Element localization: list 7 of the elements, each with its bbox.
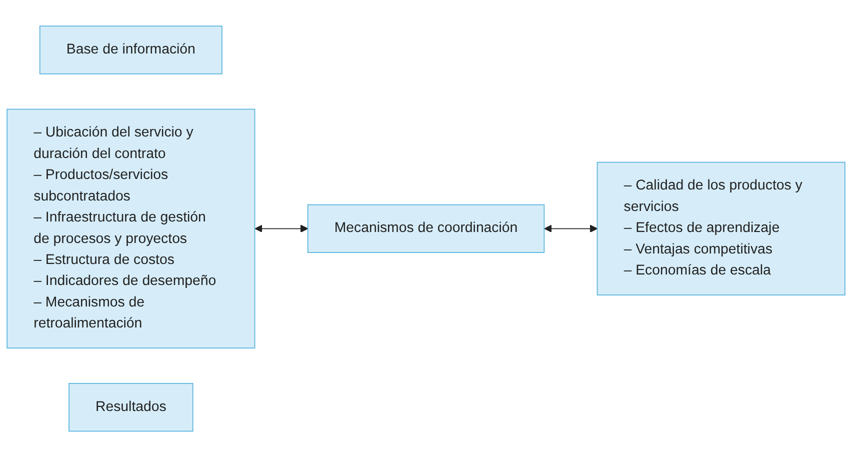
node-box: – Ubicación del servicio y duración del contrato – Productos/servicios subcontratados – Infraestructura de gestión de procesos y proyectos – Estructura de costos – Indicadores de desempeño – Mecanismos de retroalimentación [6, 108, 256, 348]
arrow [254, 224, 308, 232]
node-box: Mecanismos de coordinación [307, 204, 545, 253]
node-box: Resultados [68, 382, 194, 432]
node-box: – Calidad de los productos y servicios – Efectos de aprendizaje – Ventajas competitivas – Economías de escala [596, 162, 846, 296]
arrow [544, 224, 598, 232]
node-box: Base de información [39, 26, 222, 74]
